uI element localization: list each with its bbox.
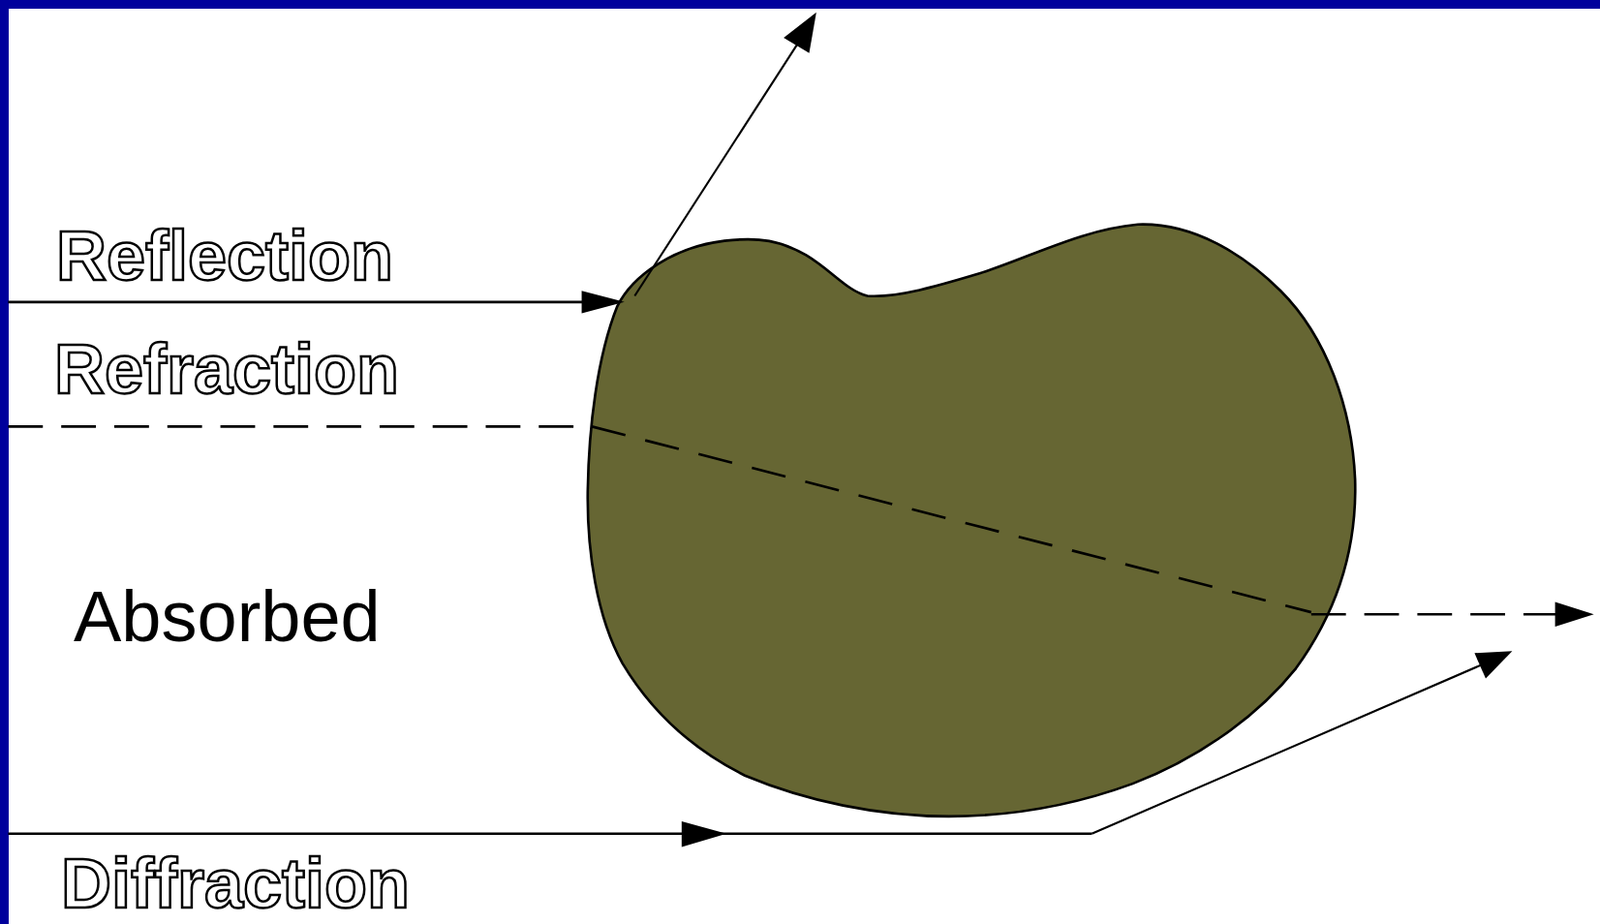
frame-border [0,0,9,924]
refraction-exit-ray [1311,613,1562,616]
diffraction-ray [7,831,1092,835]
ray-label: Refraction [54,334,400,404]
arrowhead [582,290,625,313]
arrowhead [783,12,817,54]
arrowhead [1474,650,1512,678]
arrowhead [681,821,727,847]
refraction-ray [7,425,592,429]
arrowhead [1555,602,1595,627]
reflection-ray [7,301,604,305]
frame-border [0,0,1600,9]
ray-label: Absorbed [73,581,381,653]
reflected-ray [634,30,806,297]
diffracted-ray [1091,661,1490,834]
ray-label: Reflection [56,220,394,291]
particle-blob [587,224,1356,817]
refracted-ray [591,426,1312,613]
ray-label: Diffraction [61,848,410,919]
